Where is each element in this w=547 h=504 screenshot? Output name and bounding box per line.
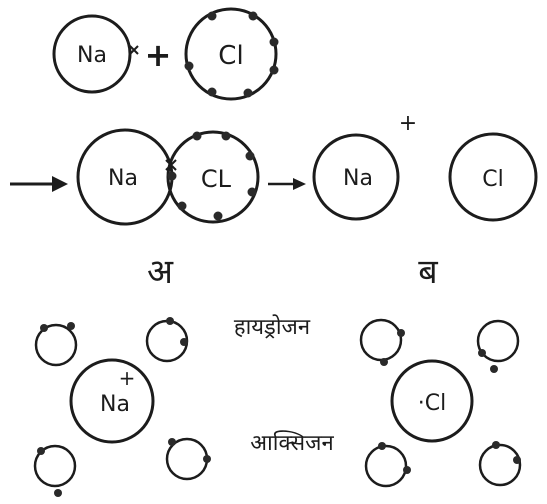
na-ion-solvated xyxy=(69,358,155,444)
arrow-right-icon xyxy=(10,176,68,192)
cl-ion xyxy=(448,132,538,222)
electron-cross-icon xyxy=(165,159,177,171)
cl-ion-solvated xyxy=(390,359,474,443)
hydrogen-label: हायड्रोजन xyxy=(234,314,311,340)
electron-cross-icon xyxy=(129,45,139,55)
water-molecule xyxy=(34,322,78,367)
cl-atom-top xyxy=(184,7,278,101)
electron-dot-icon xyxy=(184,11,279,98)
water-molecule xyxy=(476,319,520,373)
na-ion-charge: + xyxy=(399,111,417,136)
cl-label-solvated: ·Cl xyxy=(418,391,446,416)
label-b: ब xyxy=(418,252,438,292)
label-a: अ xyxy=(147,252,174,292)
cl-label-top: Cl xyxy=(218,41,243,71)
arrow-right-icon xyxy=(268,178,306,190)
water-molecule xyxy=(364,442,411,488)
plus-sign: + xyxy=(145,36,172,74)
oxygen-label: आक्सिजन xyxy=(250,430,334,456)
electron-dot-icon xyxy=(167,131,257,221)
water-molecule xyxy=(478,441,522,487)
na-label-solvated: Na xyxy=(100,392,130,417)
water-molecule xyxy=(359,318,405,366)
cl-label-bonded: CL xyxy=(201,165,232,193)
na-solvated-charge: + xyxy=(119,366,136,390)
water-molecule xyxy=(145,317,189,363)
water-molecule xyxy=(165,437,211,481)
na-label-ion: Na xyxy=(343,166,373,191)
na-label-bonded: Na xyxy=(108,166,138,191)
water-molecule xyxy=(33,444,77,497)
cl-label-ion: Cl xyxy=(482,167,503,192)
na-label-top: Na xyxy=(77,43,107,68)
na-ion xyxy=(312,133,400,221)
